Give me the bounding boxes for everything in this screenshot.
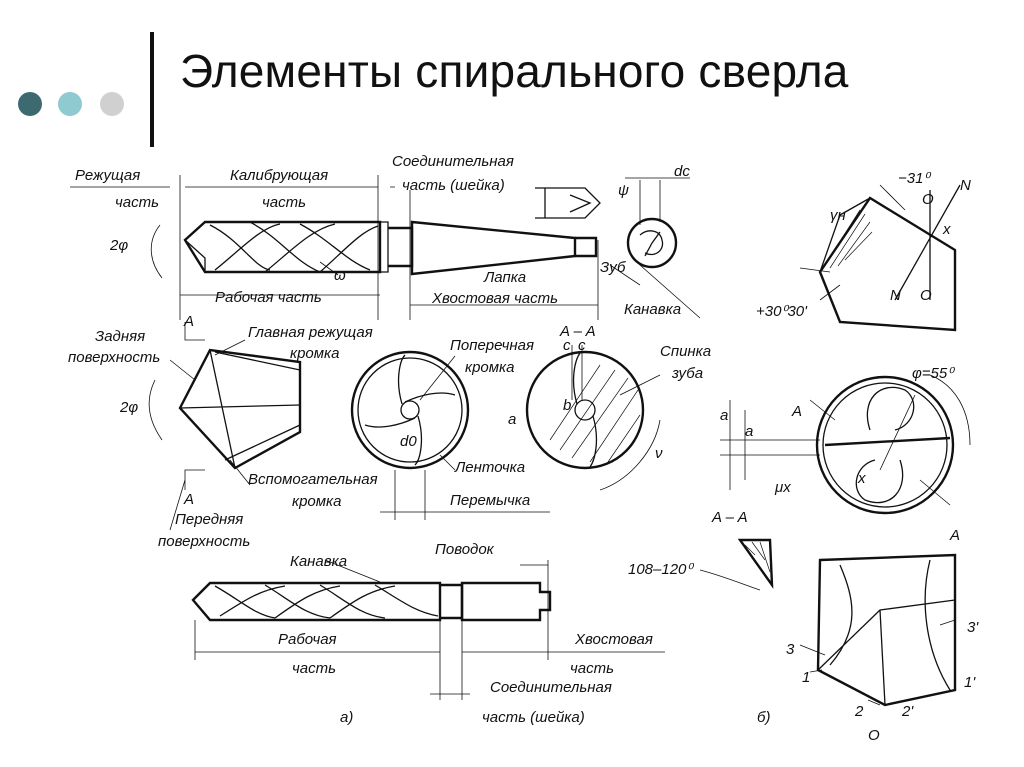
right-top-detail: −31⁰ γн O N x N O +30⁰30': [756, 170, 971, 332]
label-main-edge-2: кромка: [290, 345, 339, 362]
label-web: Перемычка: [450, 492, 530, 509]
title-divider: [150, 32, 154, 147]
label-tooth-back-1: Спинка: [660, 343, 711, 360]
label-calibrating-1: Калибрующая: [230, 167, 328, 184]
label-flute: Канавка: [290, 553, 347, 570]
label-working-2: часть: [292, 660, 336, 677]
label-cross-edge-1: Поперечная: [450, 337, 534, 354]
label-phi55: φ=55⁰: [912, 365, 955, 382]
label-a-upper: A: [791, 403, 802, 420]
label-aux-edge-1: Вспомогательная: [248, 471, 378, 488]
label-b: b: [563, 397, 571, 414]
label-n2p: 2': [901, 703, 914, 720]
label-a-left: a: [720, 407, 728, 424]
label-working-part: Рабочая часть: [215, 289, 322, 306]
label-margin: Ленточка: [454, 459, 525, 476]
label-shank-2: часть: [570, 660, 614, 677]
label-n-top: N: [960, 177, 971, 194]
label-o-bottom: O: [920, 287, 932, 304]
dot-dark: [18, 92, 42, 116]
label-n1: 1: [802, 669, 810, 686]
dot-teal: [58, 92, 82, 116]
dot-grey: [100, 92, 124, 116]
label-connecting-2: часть (шейка): [402, 177, 505, 194]
slide-title: Элементы спирального сверла: [180, 45, 849, 97]
label-o-top: O: [922, 191, 934, 208]
label-section-aa: A – A: [711, 509, 748, 526]
label-connecting-2: часть (шейка): [482, 709, 585, 726]
bullet-dots: [18, 92, 138, 122]
label-rear-surface-1: Задняя: [95, 328, 145, 345]
label-connecting-1: Соединительная: [490, 679, 612, 696]
label-front-surface-2: поверхность: [158, 533, 250, 550]
label-angle-2phi: 2φ: [109, 237, 128, 254]
label-mu: μx: [774, 479, 791, 496]
label-n3p: 3': [967, 619, 979, 636]
label-x-mid: x: [857, 470, 866, 487]
label-n1p: 1': [964, 674, 976, 691]
label-angle-31: −31⁰: [898, 170, 931, 187]
label-psi: ψ: [618, 182, 629, 199]
label-n0: O: [868, 727, 880, 744]
label-shank-1: Хвостовая: [574, 631, 653, 648]
label-tooth-back-2: зуба: [671, 365, 703, 382]
cross-section-circles: Поперечная кромка A – A c c Спинка зуба …: [350, 323, 711, 520]
label-working-1: Рабочая: [278, 631, 337, 648]
label-tang: Лапка: [483, 269, 526, 286]
label-flute: Канавка: [624, 301, 681, 318]
label-cutting-part-1: Режущая: [75, 167, 140, 184]
right-end-view: φ=55⁰ a a A A μx x: [720, 365, 971, 544]
drill-point-detail: Задняя поверхность Главная режущая кромк…: [68, 313, 378, 550]
label-front-surface-1: Передняя: [175, 511, 243, 528]
label-c-left: c: [563, 337, 571, 354]
label-rear-surface-2: поверхность: [68, 349, 160, 366]
right-bottom-detail: A – A 108–120⁰ 3 1 2 O 3' 1' 2' б): [628, 509, 979, 744]
label-c-right: c: [578, 337, 586, 354]
label-cross-edge-2: кромка: [465, 359, 514, 376]
label-n2: 2: [854, 703, 864, 720]
label-angle-30: +30⁰30': [756, 303, 808, 320]
label-dc: dc: [674, 163, 690, 180]
label-connecting-1: Соединительная: [392, 153, 514, 170]
label-a-label: a: [508, 411, 516, 428]
label-tooth: Зуб: [600, 259, 626, 276]
label-section-a-bottom: A: [183, 491, 194, 508]
label-main-edge-1: Главная режущая: [248, 324, 373, 341]
label-fig-a: а): [340, 709, 353, 726]
label-cutting-part-2: часть: [115, 194, 159, 211]
label-driver: Поводок: [435, 541, 495, 558]
label-aux-edge-2: кромка: [292, 493, 341, 510]
label-nu: ν: [655, 445, 663, 462]
label-angle-108: 108–120⁰: [628, 561, 694, 578]
label-a-right: a: [745, 423, 753, 440]
label-n3: 3: [786, 641, 795, 658]
label-gamma: γн: [830, 207, 846, 224]
label-angle-2phi: 2φ: [119, 399, 138, 416]
label-section-a-top: A: [183, 313, 194, 330]
top-drill: Режущая часть Калибрующая часть Соединит…: [70, 153, 701, 320]
label-section-aa: A – A: [559, 323, 596, 340]
label-omega: ω: [334, 267, 346, 284]
label-x-top: x: [942, 221, 951, 238]
label-n-bottom: N: [890, 287, 901, 304]
label-d0: d0: [400, 433, 417, 450]
label-shank: Хвостовая часть: [431, 290, 558, 307]
label-fig-b: б): [757, 709, 770, 726]
label-a-lower: A: [949, 527, 960, 544]
label-calibrating-2: часть: [262, 194, 306, 211]
bottom-drill: Канавка Поводок Рабочая часть Хвостовая …: [191, 541, 665, 726]
